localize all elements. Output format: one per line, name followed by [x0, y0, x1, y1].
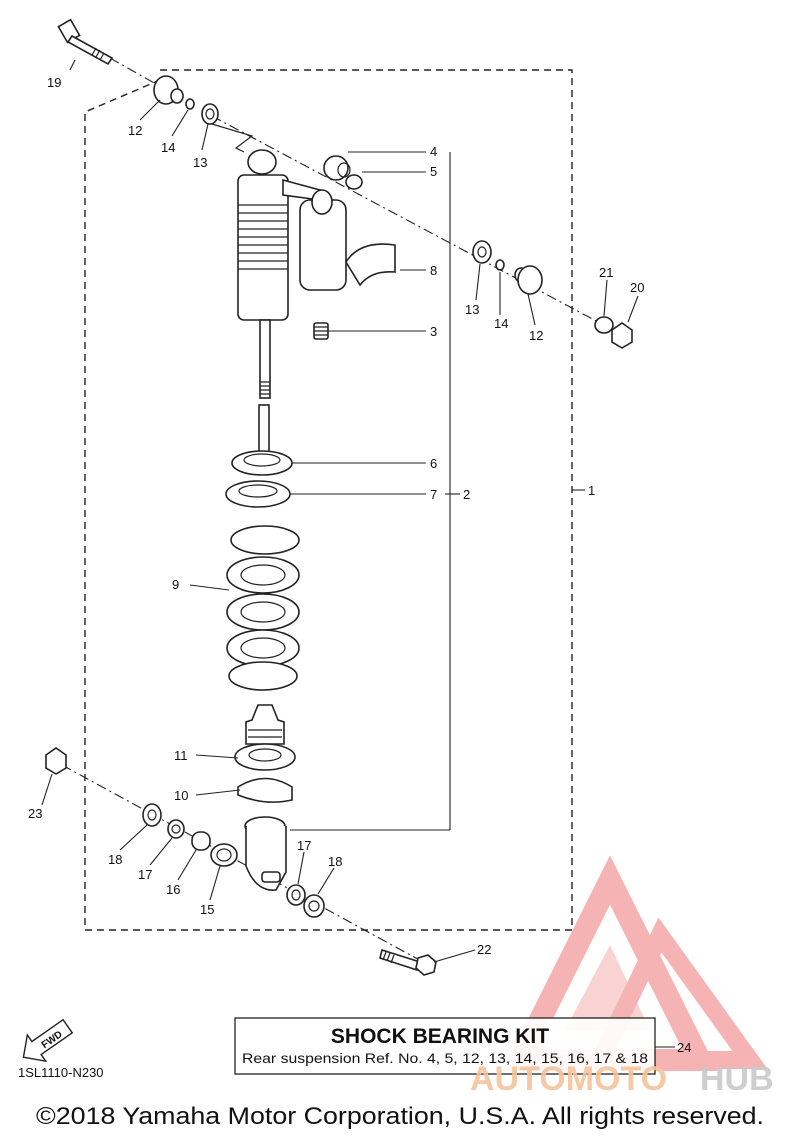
leader-lines — [41, 59, 675, 1048]
diagram-code: 1SL1110-N230 — [18, 1065, 104, 1080]
valve-cap-3 — [313, 322, 329, 340]
callout-12-right: 12 — [529, 328, 543, 343]
lock-nut-7 — [225, 480, 291, 508]
copyright-notice: ©2018 Yamaha Motor Corporation, U.S.A. A… — [36, 1103, 764, 1130]
callout-19: 19 — [47, 75, 61, 90]
callout-6: 6 — [430, 456, 437, 471]
callout-3: 3 — [430, 324, 437, 339]
callout-18-left: 18 — [108, 852, 122, 867]
callout-5: 5 — [430, 164, 437, 179]
shock-absorber-body — [211, 123, 347, 464]
callout-17-right: 17 — [297, 838, 311, 853]
watermark-text-1: AUTOMOTO — [470, 1060, 667, 1098]
kit-title: SHOCK BEARING KIT — [331, 1025, 549, 1048]
callout-15: 15 — [200, 902, 214, 917]
nut-23 — [45, 747, 67, 775]
watermark-text: AUTOMOTO HUB — [470, 1060, 774, 1098]
callout-8: 8 — [430, 263, 437, 278]
kit-subtitle: Rear suspension Ref. No. 4, 5, 12, 13, 1… — [242, 1050, 648, 1066]
callout-24: 24 — [677, 1040, 691, 1055]
bolt-19 — [57, 18, 114, 66]
washer-21 — [594, 316, 614, 334]
callout-14-right: 14 — [494, 316, 508, 331]
bearing-15 — [210, 843, 238, 867]
callout-13-upper: 13 — [193, 155, 207, 170]
callout-13-right: 13 — [465, 302, 479, 317]
bolt-22 — [379, 948, 437, 976]
collar-12-upper — [153, 75, 184, 105]
callout-2: 2 — [463, 487, 470, 502]
o-ring-14-upper — [185, 98, 195, 110]
callout-21: 21 — [599, 265, 613, 280]
oil-seal-13-upper — [201, 103, 219, 125]
assembly-outline — [84, 69, 573, 931]
oil-seal-18-right — [303, 894, 325, 918]
callout-10: 10 — [174, 788, 188, 803]
watermark-text-2: HUB — [700, 1060, 774, 1098]
callout-1: 1 — [588, 483, 595, 498]
callout-4: 4 — [430, 144, 437, 159]
adjuster-nut-6 — [231, 450, 293, 476]
kit-info-box: SHOCK BEARING KIT Rear suspension Ref. N… — [234, 1017, 656, 1075]
spring-9 — [226, 525, 300, 691]
fwd-arrow-icon: FWD — [22, 1018, 74, 1063]
bush-17-right — [286, 884, 306, 906]
callout-22: 22 — [477, 942, 491, 957]
callout-9: 9 — [172, 577, 179, 592]
bump-stop — [245, 704, 285, 745]
o-ring-14-right — [495, 259, 505, 271]
collar-4 — [323, 155, 351, 181]
retainer-10 — [237, 777, 293, 803]
callout-7: 7 — [430, 487, 437, 502]
nut-20 — [611, 322, 633, 349]
collar-12-right — [514, 265, 543, 295]
callout-23: 23 — [28, 806, 42, 821]
oil-seal-18-left — [142, 803, 162, 827]
oil-seal-13-right — [472, 240, 492, 264]
callout-18-right: 18 — [328, 854, 342, 869]
callout-12-upper: 12 — [128, 123, 142, 138]
callout-14-upper: 14 — [161, 140, 175, 155]
callout-16: 16 — [166, 882, 180, 897]
lower-clevis — [244, 816, 287, 891]
circlip-5 — [345, 174, 363, 190]
callout-17-left: 17 — [138, 867, 152, 882]
spring-guide-11 — [234, 743, 296, 771]
collar-16 — [191, 831, 211, 851]
axis-line-lower-mount — [61, 764, 426, 964]
callout-11: 11 — [174, 748, 188, 763]
bush-17-left — [167, 819, 185, 839]
callout-20: 20 — [630, 280, 644, 295]
band-8 — [345, 243, 396, 287]
